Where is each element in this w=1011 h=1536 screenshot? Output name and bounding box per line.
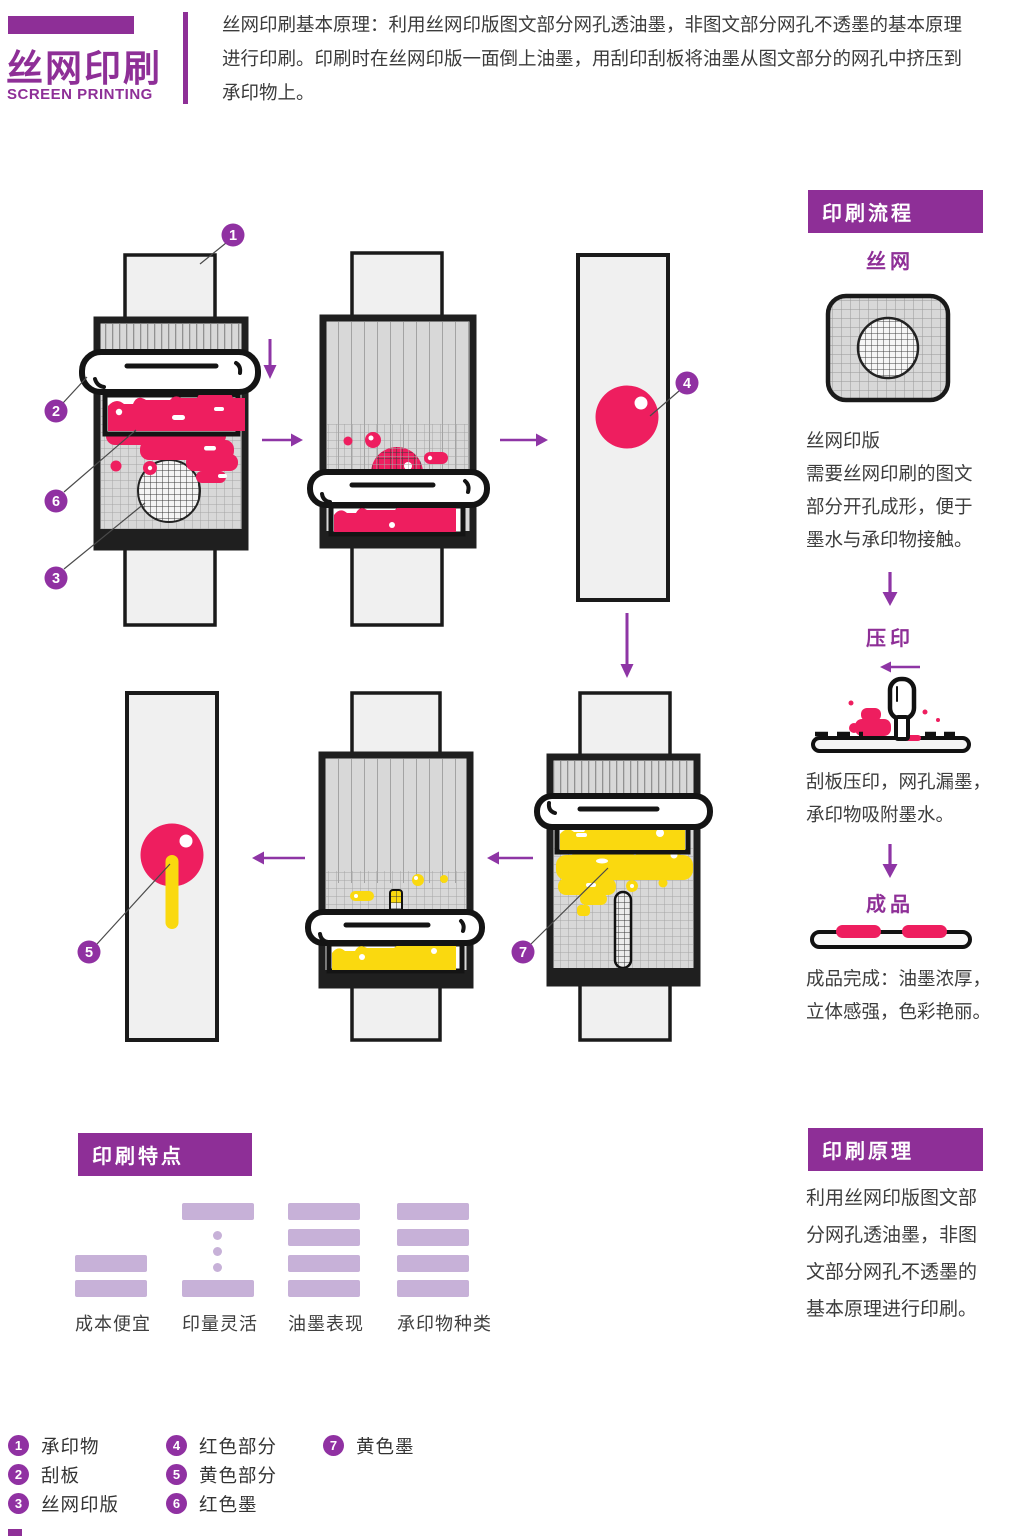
legend-column-3: 7 黄色墨 <box>323 1431 415 1460</box>
arrow-down <box>620 613 634 678</box>
feature-label-cost: 成本便宜 <box>75 1314 151 1334</box>
svg-text:1: 1 <box>229 228 237 244</box>
printed-bar <box>902 925 947 938</box>
flow-down-arrow-icon <box>882 844 898 878</box>
svg-text:7: 7 <box>519 945 527 961</box>
legend-item: 2 刮板 <box>8 1460 119 1489</box>
legend-item: 4 红色部分 <box>166 1431 277 1460</box>
flow-down-arrow-icon <box>882 572 898 606</box>
marker-7 <box>511 940 535 964</box>
marker-4 <box>675 371 699 395</box>
product-illustration <box>810 925 972 949</box>
feature-label-substrate: 承印物种类 <box>397 1314 492 1334</box>
svg-text:4: 4 <box>683 376 691 392</box>
stage-6-finished-print: 5 <box>77 691 219 1042</box>
stage-3-red-print: 4 <box>576 253 699 602</box>
marker-2 <box>44 399 68 423</box>
screen-printing-diagram: 1 2 6 3 <box>44 223 713 1042</box>
arrow-right-1 <box>262 433 303 447</box>
press-illustration <box>811 661 971 753</box>
squeegee <box>307 469 490 508</box>
step-caption-press: 刮板压印，网孔漏墨，承印物吸附墨水。 <box>806 771 992 825</box>
arrow-right-2 <box>500 433 548 447</box>
process-section-title: 印刷流程 <box>808 190 983 233</box>
caption-body: 需要丝网印刷的图文部分开孔成形，便于墨水与承印物接触。 <box>806 463 973 550</box>
legend-number-badge: 3 <box>8 1493 29 1514</box>
step-label-product: 成品 <box>866 894 914 916</box>
caption-title: 丝网印版 <box>806 430 881 451</box>
legend-item: 6 红色墨 <box>166 1489 277 1518</box>
stage-4-yellow-loaded: 7 <box>511 691 713 1042</box>
marker-1 <box>221 223 245 247</box>
substrate-bottom <box>578 981 672 1042</box>
marker-5 <box>77 940 101 964</box>
page-title: 丝网印刷 <box>6 48 162 89</box>
substrate-top <box>350 251 444 319</box>
substrate-top <box>350 691 442 759</box>
legend-number-badge: 5 <box>166 1464 187 1485</box>
svg-text:2: 2 <box>52 404 60 420</box>
stage-1-ink-loaded: 1 2 6 3 <box>44 223 277 627</box>
substrate-bottom <box>350 543 444 627</box>
legend-number-badge: 2 <box>8 1464 29 1485</box>
legend-item: 5 黄色部分 <box>166 1460 277 1489</box>
screen-illustration <box>825 293 951 403</box>
legend-number-badge: 1 <box>8 1435 29 1456</box>
feature-label-volume: 印量灵活 <box>182 1314 258 1334</box>
squeegee-tool <box>887 676 917 741</box>
press-ink <box>848 700 940 736</box>
substrate <box>811 736 971 753</box>
step-label-screen: 丝网 <box>866 251 914 273</box>
substrate-top <box>578 691 672 759</box>
ink-specks <box>343 432 448 464</box>
step-caption-screen: 丝网印版 需要丝网印刷的图文部分开孔成形，便于墨水与承印物接触。 <box>806 424 982 556</box>
arrow-left-2 <box>252 851 305 865</box>
screen-open-area <box>856 316 920 380</box>
printed-yellow-bar <box>165 855 179 929</box>
principle-section-title: 印刷原理 <box>808 1128 983 1171</box>
squeegee <box>79 349 261 395</box>
header-accent-bar <box>8 16 134 34</box>
feature-label-ink: 油墨表现 <box>288 1314 364 1334</box>
marker-6 <box>44 489 68 513</box>
page-subtitle: SCREEN PRINTING <box>7 86 153 103</box>
printed-bar <box>836 925 881 938</box>
intro-paragraph: 丝网印刷基本原理：利用丝网印版图文部分网孔透油墨，非图文部分网孔不透墨的基本原理… <box>222 14 963 103</box>
stage-2-squeegee-pulled <box>307 251 490 627</box>
legend-column-2: 4 红色部分 5 黄色部分 6 红色墨 <box>166 1431 277 1518</box>
step-label-press: 压印 <box>866 628 914 650</box>
svg-text:3: 3 <box>52 571 60 587</box>
legend-column-1: 1 承印物 2 刮板 3 丝网印版 <box>8 1431 119 1518</box>
legend-item: 3 丝网印版 <box>8 1489 119 1518</box>
step-caption-product: 成品完成：油墨浓厚，立体感强，色彩艳丽。 <box>806 968 992 1022</box>
legend-number-badge: 6 <box>166 1493 187 1514</box>
features-section-title: 印刷特点 <box>78 1133 252 1176</box>
principle-text: 利用丝网印版图文部分网孔透油墨，非图文部分网孔不透墨的基本原理进行印刷。 <box>806 1188 978 1320</box>
legend-number-badge: 7 <box>323 1435 344 1456</box>
header-divider <box>183 12 188 104</box>
legend-item: 1 承印物 <box>8 1431 119 1460</box>
down-arrow-small <box>263 339 277 379</box>
printed-red-circle <box>595 385 659 449</box>
arrow-left-1 <box>487 851 533 865</box>
left-arrow-icon <box>880 661 891 673</box>
page-corner-accent <box>8 1529 22 1536</box>
svg-text:6: 6 <box>52 494 60 510</box>
substrate-bottom <box>123 545 217 627</box>
squeegee <box>305 909 485 946</box>
marker-3 <box>44 566 68 590</box>
mesh-image-slot <box>613 890 633 970</box>
squeegee <box>534 793 713 830</box>
legend-item: 7 黄色墨 <box>323 1431 415 1460</box>
svg-text:5: 5 <box>85 945 93 961</box>
stage-5-yellow-pulled <box>305 691 485 1042</box>
substrate-bottom <box>350 984 442 1042</box>
legend-number-badge: 4 <box>166 1435 187 1456</box>
substrate-top <box>123 253 217 323</box>
